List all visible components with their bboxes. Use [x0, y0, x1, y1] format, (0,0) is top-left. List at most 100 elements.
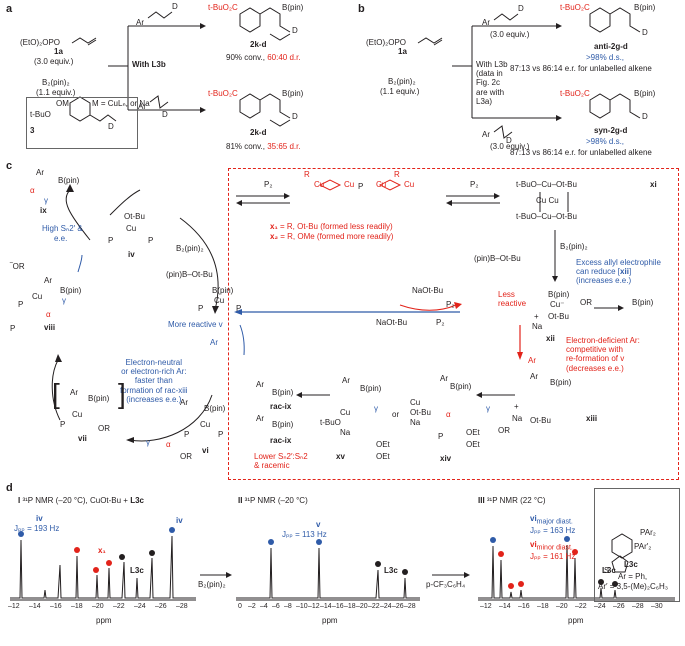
rac-ix-2: rac-ix [270, 436, 292, 445]
spec3-l3c: L3c [602, 566, 616, 575]
vi-p1: P [184, 430, 190, 439]
spec3-tick: –30 [651, 603, 663, 610]
bottom-product-ester: t-BuO₂C [208, 89, 238, 98]
spec2-unit: ppm [322, 616, 338, 625]
panel-label-c: c [6, 160, 13, 172]
spec1-tick: –28 [176, 603, 188, 610]
ed-note-3: re-formation of v [566, 354, 625, 364]
x-cu4: Cu [404, 180, 415, 189]
iv-p2: P [148, 236, 154, 245]
spec3-tick: –20 [556, 603, 568, 610]
electron-deficient-note: Electron-deficient Ar: competitive with … [566, 336, 640, 373]
spec3-tick: –24 [594, 603, 606, 610]
cycle-b2pin2: B₂(pin)₂ [176, 244, 204, 253]
viii-label: viii [44, 323, 56, 332]
box-deuterium: D [108, 122, 114, 131]
xv-label: xv [336, 452, 345, 461]
panel-label-a: a [6, 3, 13, 15]
spec1-tick: –14 [29, 603, 41, 610]
xiv-label: xiv [440, 454, 452, 463]
spec3-tick: –28 [632, 603, 644, 610]
spec3-vi-major: vimajor diast. [530, 514, 573, 526]
b-bottom-ester: t-BuO₂C [560, 89, 590, 98]
naotbu-1: NaOt-Bu [412, 286, 444, 295]
spec3-tick: –22 [575, 603, 587, 610]
conditions-label: With L3b [132, 60, 166, 69]
box-compound-label: 3 [30, 126, 35, 135]
bottom-product-label: 2k-d [250, 128, 267, 137]
ix-gamma: γ [44, 196, 48, 205]
vii-cu: Cu [72, 410, 83, 419]
xiii-na: Na [512, 414, 523, 423]
rac-ar-2: Ar [256, 414, 264, 423]
spec2-tick: –2 [248, 603, 256, 610]
spec2-tick: –28 [404, 603, 416, 610]
xi-label: xi [650, 180, 657, 189]
v-bpin: B(pin) [212, 286, 234, 295]
spec1-tick: –20 [92, 603, 104, 610]
spec1-tick: –16 [50, 603, 62, 610]
spec2-tick: –10 [296, 603, 308, 610]
p2-mid-2: P₂ [436, 318, 445, 327]
b-reagent-b2pin2: B₂(pin)₂ [388, 77, 416, 86]
spec2-tick: –18 [344, 603, 356, 610]
ligand-par2b: PAr′₂ [634, 542, 652, 551]
spec1-tick: –12 [8, 603, 20, 610]
b-conditions-5: L3a) [476, 96, 493, 106]
spec2-tick: –20 [356, 603, 368, 610]
ix-bpin: B(pin) [58, 176, 80, 185]
xii-product-bpin: B(pin) [632, 298, 654, 307]
xiv-cu: Cu [410, 398, 421, 407]
vi-bpin: B(pin) [204, 404, 226, 413]
box-m-label: M = CuLₙ, or Na [92, 99, 150, 108]
top-product-bpin: B(pin) [282, 3, 304, 12]
ligand-ar: Ar = Ph, [618, 572, 648, 581]
allyl-gamma: γ [146, 438, 150, 447]
excess-note-1: Excess allyl electrophile [576, 258, 661, 267]
ligand-ar2: Ar′ = 3,5-(Me)₂C₆H₃ [598, 582, 668, 591]
bottom-alkene-d: D [162, 110, 168, 119]
allyl-alpha: α [166, 440, 171, 449]
iv-label: iv [128, 250, 135, 259]
b-conditions-2: (data in [476, 69, 503, 79]
x-r2: R [394, 170, 400, 179]
xiv-gamma: γ [486, 404, 490, 413]
xiii-label: xiii [586, 414, 598, 423]
b-bottom-d: D [642, 112, 648, 121]
x-cu3: Cu [376, 180, 387, 189]
top-alkene-ar: Ar [136, 18, 144, 27]
xv-gamma: γ [374, 404, 378, 413]
allyl-or: OR [180, 452, 192, 461]
spec1-tick: –26 [155, 603, 167, 610]
spec3-tick: –16 [518, 603, 530, 610]
spec3-tick: –14 [499, 603, 511, 610]
electron-note-1: Electron-neutral [125, 358, 183, 367]
b-reagent-phosphate: (EtO)₂OPO [366, 38, 406, 47]
b-top-eq: (3.0 equiv.) [490, 30, 530, 39]
b-top-ester: t-BuO₂C [560, 3, 590, 12]
b-top-d: D [642, 28, 648, 37]
spec3-jpp-major: Jₚₚ = 163 Hz [530, 526, 576, 535]
xv-cu: Cu [340, 408, 351, 417]
electron-note-4: formation of rac-xiii [120, 385, 188, 395]
v-cu: Cu [214, 296, 225, 305]
vi-ar: Ar [180, 398, 188, 407]
high-sn2-text: High Sₙ2′ & [42, 224, 83, 233]
b-conditions-3: Fig. 2c [476, 78, 501, 88]
bottom-product-d: D [292, 112, 298, 121]
x-r1: R [304, 170, 310, 179]
xv-bpin: B(pin) [360, 384, 382, 393]
b-bottom-alkene-ar: Ar [482, 130, 490, 139]
less-reactive: Less reactive [498, 290, 526, 308]
panel-label-d: d [6, 482, 13, 494]
rac-ix-1: rac-ix [270, 402, 292, 411]
ed-note-1: Electron-deficient Ar: [566, 336, 640, 345]
b-bottom-label: syn-2g-d [594, 126, 628, 135]
lower-sn2-1: Lower Sₙ2′:Sₙ2 [254, 452, 308, 461]
vii-ar: Ar [70, 388, 78, 397]
spec2-tick: –22 [368, 603, 380, 610]
rac-bpin-1: B(pin) [272, 388, 294, 397]
xiv-ar: Ar [440, 374, 448, 383]
viii-bpin: B(pin) [60, 286, 82, 295]
